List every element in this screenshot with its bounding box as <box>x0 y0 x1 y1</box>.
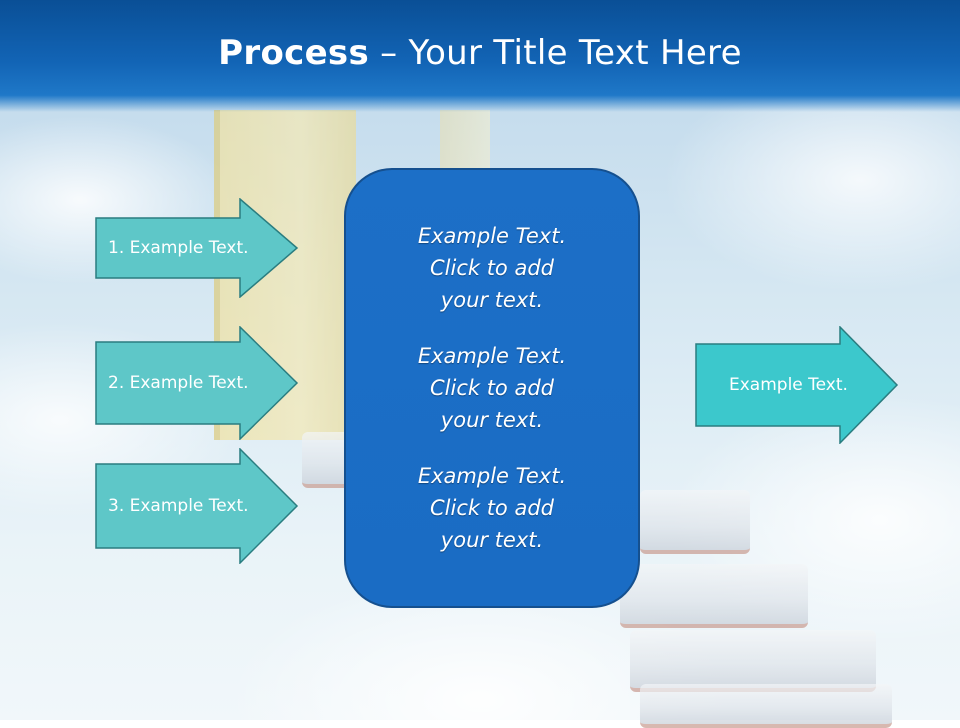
slide-title[interactable]: Process – Your Title Text Here <box>218 33 742 73</box>
panel-line: your text. <box>440 528 544 552</box>
panel-line: Click to add <box>429 376 554 400</box>
arrow-shape <box>95 326 299 440</box>
panel-text-block-1[interactable]: Example Text. Click to add your text. <box>418 220 566 316</box>
arrow-shape <box>95 448 299 564</box>
process-arrow-1[interactable]: 1. Example Text. <box>95 198 299 298</box>
arrow-label: 2. Example Text. <box>108 373 249 393</box>
background-book <box>620 564 808 628</box>
process-arrow-3[interactable]: 3. Example Text. <box>95 448 299 564</box>
title-bar: Process – Your Title Text Here <box>0 0 960 112</box>
panel-line: Click to add <box>429 256 554 280</box>
arrow-label: 1. Example Text. <box>108 238 249 258</box>
arrow-label: Example Text. <box>729 375 848 395</box>
process-arrow-2[interactable]: 2. Example Text. <box>95 326 299 440</box>
panel-line: Example Text. <box>417 344 567 368</box>
slide-title-rest: – Your Title Text Here <box>369 33 742 73</box>
panel-line: Example Text. <box>417 464 567 488</box>
arrow-shape <box>695 326 899 444</box>
arrow-shape <box>95 198 299 298</box>
panel-line: Example Text. <box>417 224 567 248</box>
slide-title-bold: Process <box>218 33 370 73</box>
arrow-label: 3. Example Text. <box>108 496 249 516</box>
background-book <box>640 684 892 728</box>
background-book <box>640 490 750 554</box>
panel-text-block-2[interactable]: Example Text. Click to add your text. <box>418 340 566 436</box>
panel-line: Click to add <box>429 496 554 520</box>
result-arrow[interactable]: Example Text. <box>695 326 899 444</box>
background-book <box>630 630 876 692</box>
panel-line: your text. <box>440 288 544 312</box>
panel-text-block-3[interactable]: Example Text. Click to add your text. <box>418 460 566 556</box>
panel-line: your text. <box>440 408 544 432</box>
center-text-panel[interactable]: Example Text. Click to add your text. Ex… <box>344 168 640 608</box>
